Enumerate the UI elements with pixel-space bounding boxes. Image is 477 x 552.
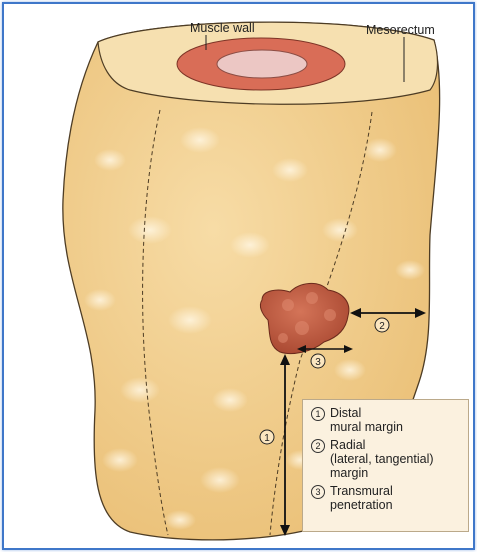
legend-line: Radial — [330, 438, 434, 452]
legend-item-radial: 2 Radial (lateral, tangential) margin — [311, 438, 462, 480]
marker-3: 3 — [311, 354, 325, 368]
legend-line: Transmural — [330, 484, 393, 498]
legend-num: 3 — [311, 485, 325, 499]
marker-2: 2 — [375, 318, 389, 332]
legend-line: margin — [330, 466, 434, 480]
legend-num: 1 — [311, 407, 325, 421]
legend-line: penetration — [330, 498, 393, 512]
lumen — [217, 50, 307, 78]
mesorectum-label: Mesorectum — [366, 23, 435, 37]
marker-1: 1 — [260, 430, 274, 444]
legend-num: 2 — [311, 439, 325, 453]
svg-text:3: 3 — [315, 357, 321, 368]
legend-line: mural margin — [330, 420, 403, 434]
legend-item-distal: 1 Distal mural margin — [311, 406, 462, 434]
svg-text:2: 2 — [379, 321, 385, 332]
legend-line: Distal — [330, 406, 403, 420]
legend-box: 1 Distal mural margin 2 Radial (lateral,… — [302, 399, 469, 532]
legend-line: (lateral, tangential) — [330, 452, 434, 466]
muscle-wall-label: Muscle wall — [190, 21, 255, 35]
legend-item-transmural: 3 Transmural penetration — [311, 484, 462, 512]
svg-text:1: 1 — [264, 433, 270, 444]
